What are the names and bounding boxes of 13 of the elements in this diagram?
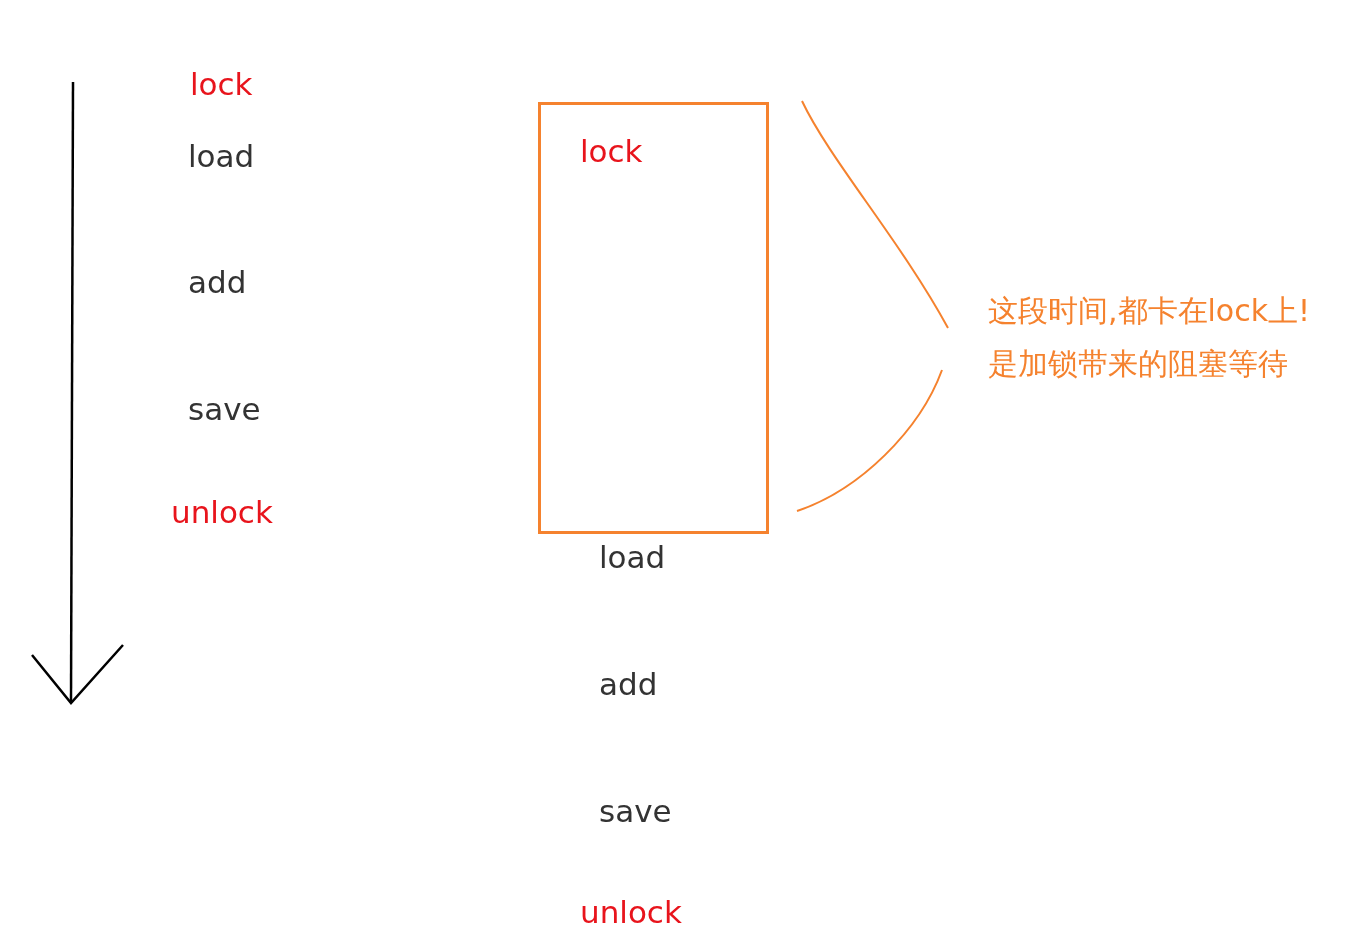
step-label: lock	[190, 67, 253, 103]
step-label: save	[599, 794, 672, 830]
step-label: unlock	[580, 895, 682, 930]
step-label: load	[599, 540, 666, 576]
step-label: save	[188, 392, 261, 428]
step-label: add	[188, 265, 247, 301]
step-label: lock	[580, 134, 643, 170]
note-text: 是加锁带来的阻塞等待	[988, 346, 1288, 382]
note-text: 这段时间,都卡在lock上!	[988, 293, 1311, 329]
highlight-frame	[538, 102, 769, 534]
step-label: load	[188, 139, 255, 175]
step-label: unlock	[171, 495, 273, 531]
step-label: add	[599, 667, 658, 703]
